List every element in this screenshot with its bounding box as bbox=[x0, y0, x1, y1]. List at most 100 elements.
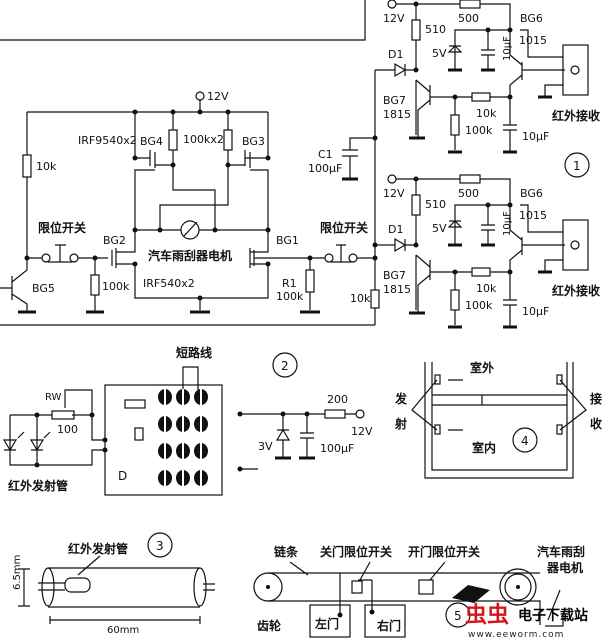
length-label: 60mm bbox=[107, 625, 139, 636]
right-door bbox=[364, 604, 406, 638]
section-1-number-circle bbox=[564, 152, 590, 178]
r1-label: R1 bbox=[282, 277, 297, 290]
cap-top-label: 10μF bbox=[502, 36, 513, 61]
c1-label: C1 bbox=[318, 148, 333, 161]
potentiometer-rw bbox=[51, 410, 75, 420]
zener-label: 5V bbox=[432, 47, 447, 60]
rw-value-label: 100 bbox=[57, 423, 78, 436]
zener-label: 5V bbox=[432, 222, 447, 235]
diameter-label: 6.5mm bbox=[12, 555, 23, 590]
ir-receiver-label: 红外接收 bbox=[552, 283, 600, 298]
bg7-label: BG7 bbox=[383, 94, 406, 107]
bg4-label: BG4 bbox=[140, 135, 163, 148]
watermark-logo-icon bbox=[452, 585, 490, 603]
resistor-500-label: 500 bbox=[458, 187, 479, 200]
cap-top-label: 10μF bbox=[502, 211, 513, 236]
left-door-label: 左门 bbox=[314, 616, 339, 631]
section2-supply-label: 12V bbox=[351, 425, 373, 438]
r200-label: 200 bbox=[327, 393, 348, 406]
section-5-number: 5 bbox=[454, 609, 462, 623]
open-limit-switch-label: 开门限位开关 bbox=[408, 544, 480, 559]
irf9540-label: IRF9540x2 bbox=[78, 134, 137, 147]
bg2-label: BG2 bbox=[103, 234, 126, 247]
resistor-10k-left bbox=[22, 154, 32, 178]
ir-receiver-top: 12V 510 500 D1 5V 10μF BG6 1015 红外接收 BG7… bbox=[383, 0, 600, 154]
receive-label-2: 收 bbox=[590, 416, 602, 431]
section-1-motor-driver: 12V 10k BG5 限位开关 100k BG2 IRF540x2 BG1 R… bbox=[0, 0, 590, 326]
right-door-label: 右门 bbox=[376, 618, 401, 633]
motor-pulley bbox=[499, 568, 537, 606]
resistor-500-label: 500 bbox=[458, 12, 479, 25]
section-2-ir-transmitter: 短路线 2 D 200 12V 3V 100μF RW 100 红外发射管 bbox=[2, 345, 373, 496]
gear-label: 齿轮 bbox=[257, 618, 282, 633]
watermark-site-name: 电子下载站 bbox=[518, 607, 588, 624]
d1-label: D1 bbox=[388, 223, 403, 236]
ir-receiver-bottom: 12V 510 500 D1 5V 10μF BG6 1015 红外接收 BG7… bbox=[383, 174, 600, 329]
resistor-100k-label: 100k bbox=[465, 299, 493, 312]
watermark-logo-text: 虫虫 bbox=[465, 602, 509, 628]
bg3-label: BG3 bbox=[242, 135, 265, 148]
section-2-number: 2 bbox=[281, 359, 289, 373]
outdoor-label: 室外 bbox=[470, 360, 494, 375]
chip-mark: D bbox=[118, 469, 127, 483]
limit-switch-right-label: 限位开关 bbox=[320, 220, 368, 235]
cap-100uf-label: 100μF bbox=[320, 442, 354, 455]
d1-label: D1 bbox=[388, 48, 403, 61]
zener-3v-label: 3V bbox=[258, 440, 273, 453]
receiver-supply-label: 12V bbox=[383, 12, 405, 25]
emit-label-2: 射 bbox=[394, 416, 407, 431]
resistor-100kx2-label: 100kx2 bbox=[183, 133, 224, 146]
tube-emitter-label: 红外发射管 bbox=[68, 541, 128, 556]
resistor-10k-left-label: 10k bbox=[36, 160, 57, 173]
watermark-url: www.eeworm.com bbox=[468, 630, 564, 640]
bg7-type-label: 1815 bbox=[383, 283, 411, 296]
cap-bottom-label: 10μF bbox=[522, 305, 549, 318]
section-4-number: 4 bbox=[521, 434, 529, 448]
bg6-label: BG6 bbox=[520, 12, 543, 25]
ir-receiver-module bbox=[562, 219, 589, 271]
ir-receiver-module bbox=[562, 44, 589, 96]
receive-label-1: 接 bbox=[590, 391, 602, 406]
resistor-510-label: 510 bbox=[425, 198, 446, 211]
ir-emitter-label: 红外发射管 bbox=[8, 478, 68, 493]
bg7-type-label: 1815 bbox=[383, 108, 411, 121]
motor-label-1: 汽车雨刮 bbox=[537, 544, 585, 559]
chain-label: 链条 bbox=[274, 544, 299, 559]
resistor-100k-bg2-label: 100k bbox=[102, 280, 130, 293]
resistor-100k-label: 100k bbox=[465, 124, 493, 137]
left-door bbox=[309, 604, 351, 638]
section-3-number: 3 bbox=[156, 539, 164, 553]
supply-12v-label: 12V bbox=[207, 90, 229, 103]
emit-label-1: 发 bbox=[394, 391, 408, 406]
resistor-10k-label: 10k bbox=[476, 282, 497, 295]
resistor-10k-right-label: 10k bbox=[350, 292, 371, 305]
receiver-supply-label: 12V bbox=[383, 187, 405, 200]
motor-label-2: 器电机 bbox=[546, 560, 583, 575]
short-wire-label: 短路线 bbox=[176, 345, 212, 360]
resistor-10k-label: 10k bbox=[476, 107, 497, 120]
c1-value: 100μF bbox=[308, 162, 342, 175]
section-1-number: 1 bbox=[573, 159, 581, 173]
bg6-type-label: 1015 bbox=[519, 209, 547, 222]
watermark: 虫虫 电子下载站 www.eeworm.com bbox=[452, 585, 588, 640]
rw-label: RW bbox=[45, 392, 62, 403]
cap-bottom-label: 10μF bbox=[522, 130, 549, 143]
section-5-chain-drive: 链条 关门限位开关 开门限位开关 汽车雨刮 器电机 齿轮 左门 右门 5 bbox=[253, 544, 585, 638]
close-limit-switch-label: 关门限位开关 bbox=[320, 544, 392, 559]
close-limit-switch bbox=[351, 580, 363, 594]
bg6-type-label: 1015 bbox=[519, 34, 547, 47]
indoor-label: 室内 bbox=[472, 440, 496, 455]
bg7-label: BG7 bbox=[383, 269, 406, 282]
limit-switch-left-label: 限位开关 bbox=[38, 220, 86, 235]
section-4-door-layout: 室外 室内 发 射 接 收 4 bbox=[394, 360, 602, 479]
resistor-510-label: 510 bbox=[425, 23, 446, 36]
ir-receiver-label: 红外接收 bbox=[552, 108, 600, 123]
bg5-label: BG5 bbox=[32, 282, 55, 295]
bg1-label: BG1 bbox=[276, 234, 299, 247]
motor-label: 汽车雨刮器电机 bbox=[148, 248, 232, 263]
pad-grid bbox=[158, 389, 208, 486]
r1-value: 100k bbox=[276, 290, 304, 303]
bg6-label: BG6 bbox=[520, 187, 543, 200]
